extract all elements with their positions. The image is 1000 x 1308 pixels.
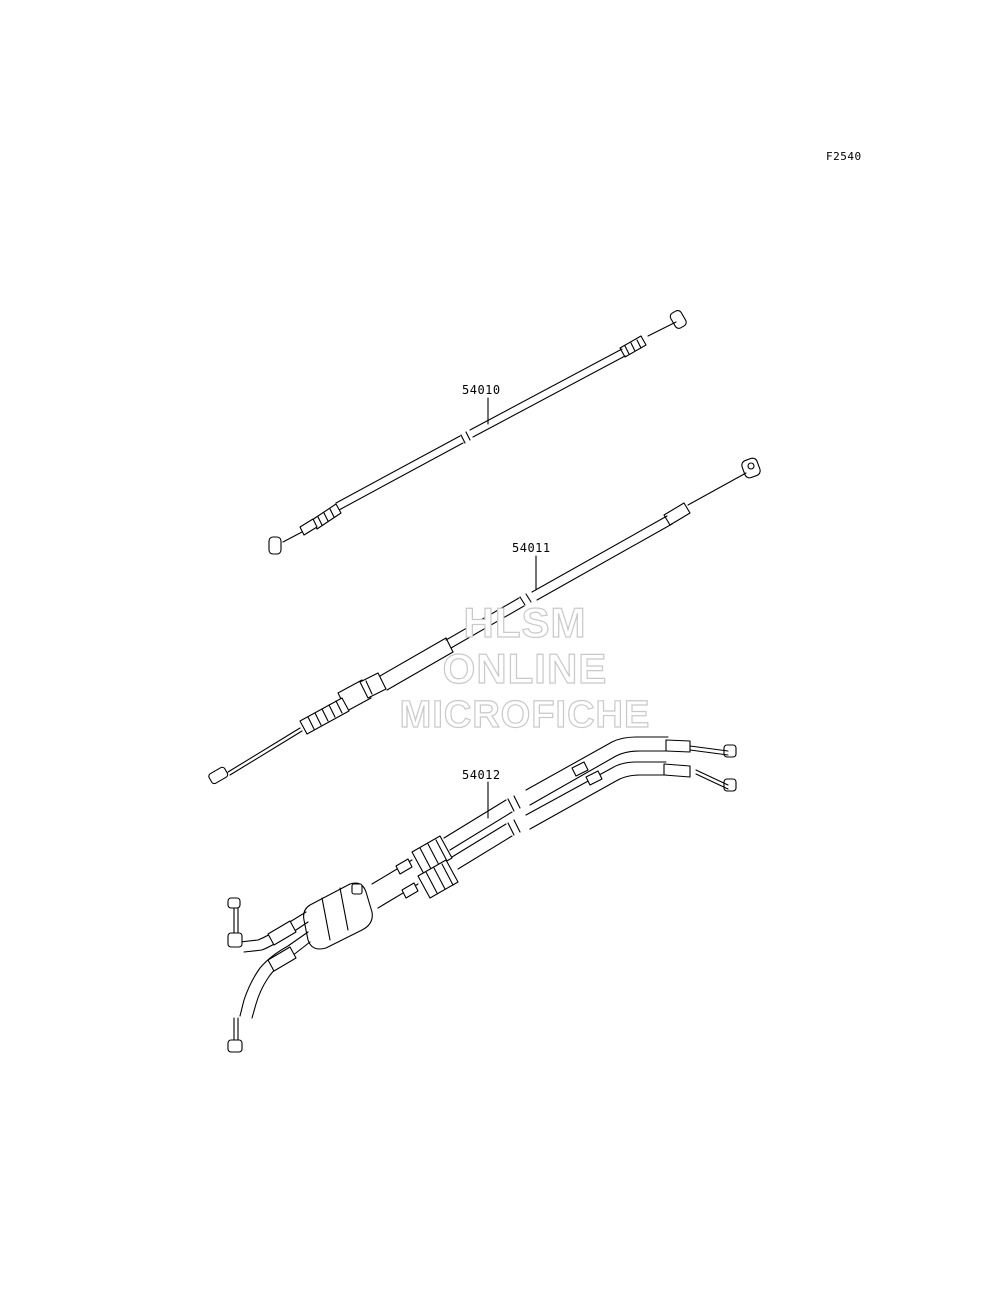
cable-54010[interactable] bbox=[268, 309, 688, 555]
cable-54011[interactable] bbox=[208, 457, 762, 785]
figure-id: F2540 bbox=[826, 150, 862, 163]
part-callout-54010[interactable]: 54010 bbox=[462, 383, 501, 397]
part-callout-54011[interactable]: 54011 bbox=[512, 541, 551, 555]
part-callout-54012[interactable]: 54012 bbox=[462, 768, 501, 782]
cable-54012[interactable] bbox=[227, 736, 737, 1053]
